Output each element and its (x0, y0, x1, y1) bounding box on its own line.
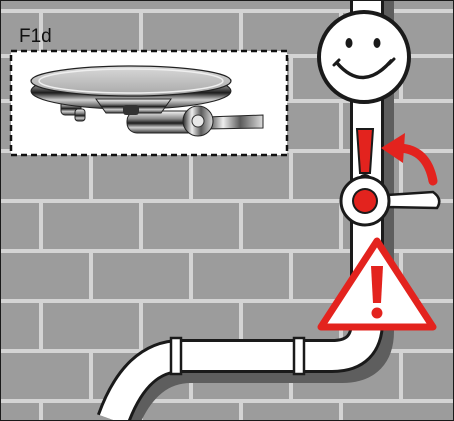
pipe-clamp (294, 338, 304, 374)
panel-label: F1d (19, 26, 52, 47)
product-inset (11, 51, 287, 155)
smiley-face-icon (319, 12, 409, 102)
pipe-clamp (171, 338, 181, 374)
